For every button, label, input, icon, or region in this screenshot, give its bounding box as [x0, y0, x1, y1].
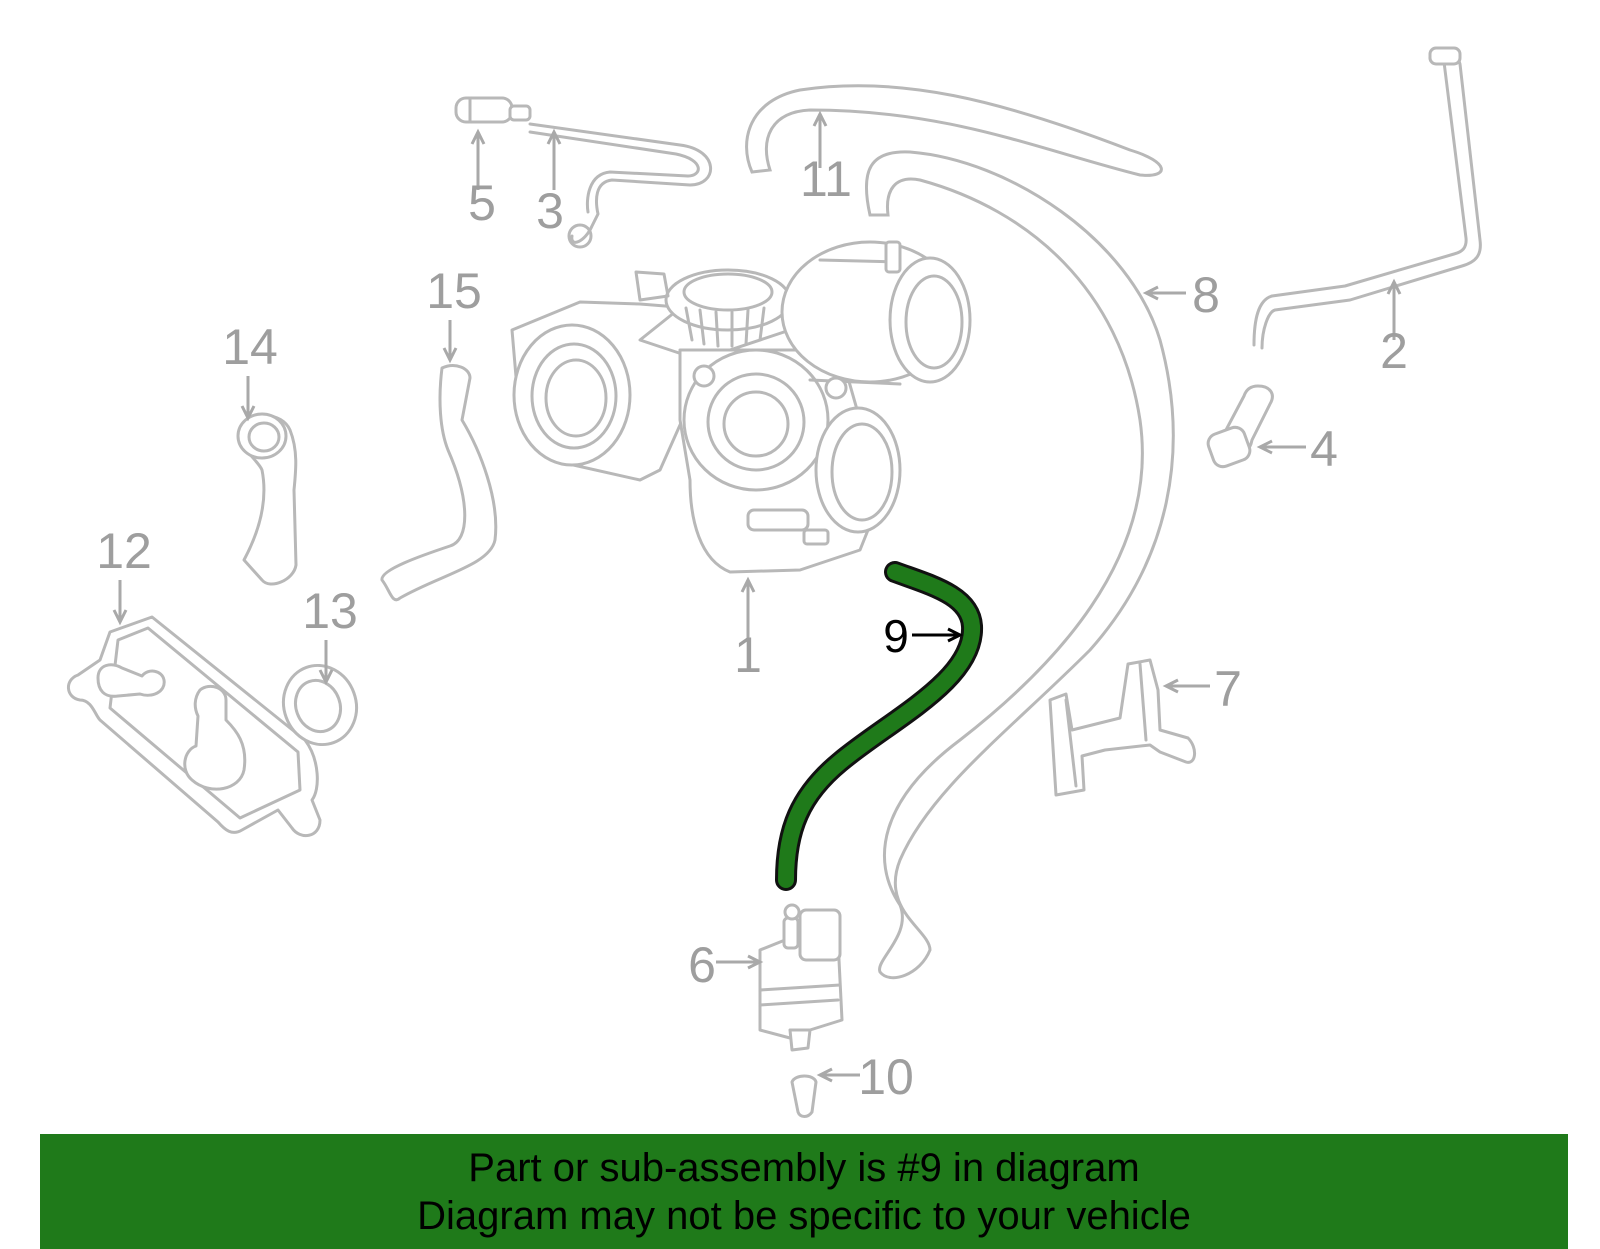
part-7-bracket [1048, 658, 1196, 797]
part-4-elbow [1206, 384, 1274, 469]
banner-line-2: Diagram may not be specific to your vehi… [417, 1194, 1191, 1238]
part-6-valve [758, 903, 844, 1052]
callout-9: 9 [883, 610, 909, 662]
callout-11: 11 [800, 151, 852, 207]
callout-lines [112, 110, 1402, 1083]
info-banner: Part or sub-assembly is #9 in diagram Di… [40, 1134, 1568, 1249]
part-1-turbocharger [510, 240, 972, 574]
part-5-connector [454, 96, 532, 124]
part-2-pipe [1252, 46, 1482, 350]
callout-13: 13 [302, 583, 358, 639]
part-12-cooler [67, 615, 322, 837]
callout-8: 8 [1192, 267, 1220, 323]
callout-10: 10 [858, 1049, 914, 1105]
part-9-hose-highlighted [775, 561, 983, 891]
callout-2: 2 [1380, 323, 1408, 379]
callout-14: 14 [222, 319, 278, 375]
parts-diagram: 1 2 3 4 5 6 7 8 9 10 11 12 13 14 15 [67, 46, 1482, 1118]
callout-6: 6 [688, 937, 716, 993]
callout-5: 5 [468, 175, 496, 231]
part-11-hose [745, 84, 1163, 177]
callout-4: 4 [1310, 421, 1338, 477]
callout-7: 7 [1214, 661, 1242, 717]
part-8-hose [864, 150, 1175, 980]
callout-12: 12 [96, 523, 152, 579]
callout-3: 3 [536, 183, 564, 239]
part-15-hose [380, 364, 498, 602]
part-14-hose [236, 412, 298, 586]
callout-1: 1 [734, 627, 762, 683]
banner-line-1: Part or sub-assembly is #9 in diagram [468, 1146, 1140, 1190]
callout-15: 15 [426, 263, 482, 319]
part-3-line [528, 122, 713, 249]
part-10-fitting [790, 1074, 818, 1118]
part-13-seal [282, 663, 358, 747]
